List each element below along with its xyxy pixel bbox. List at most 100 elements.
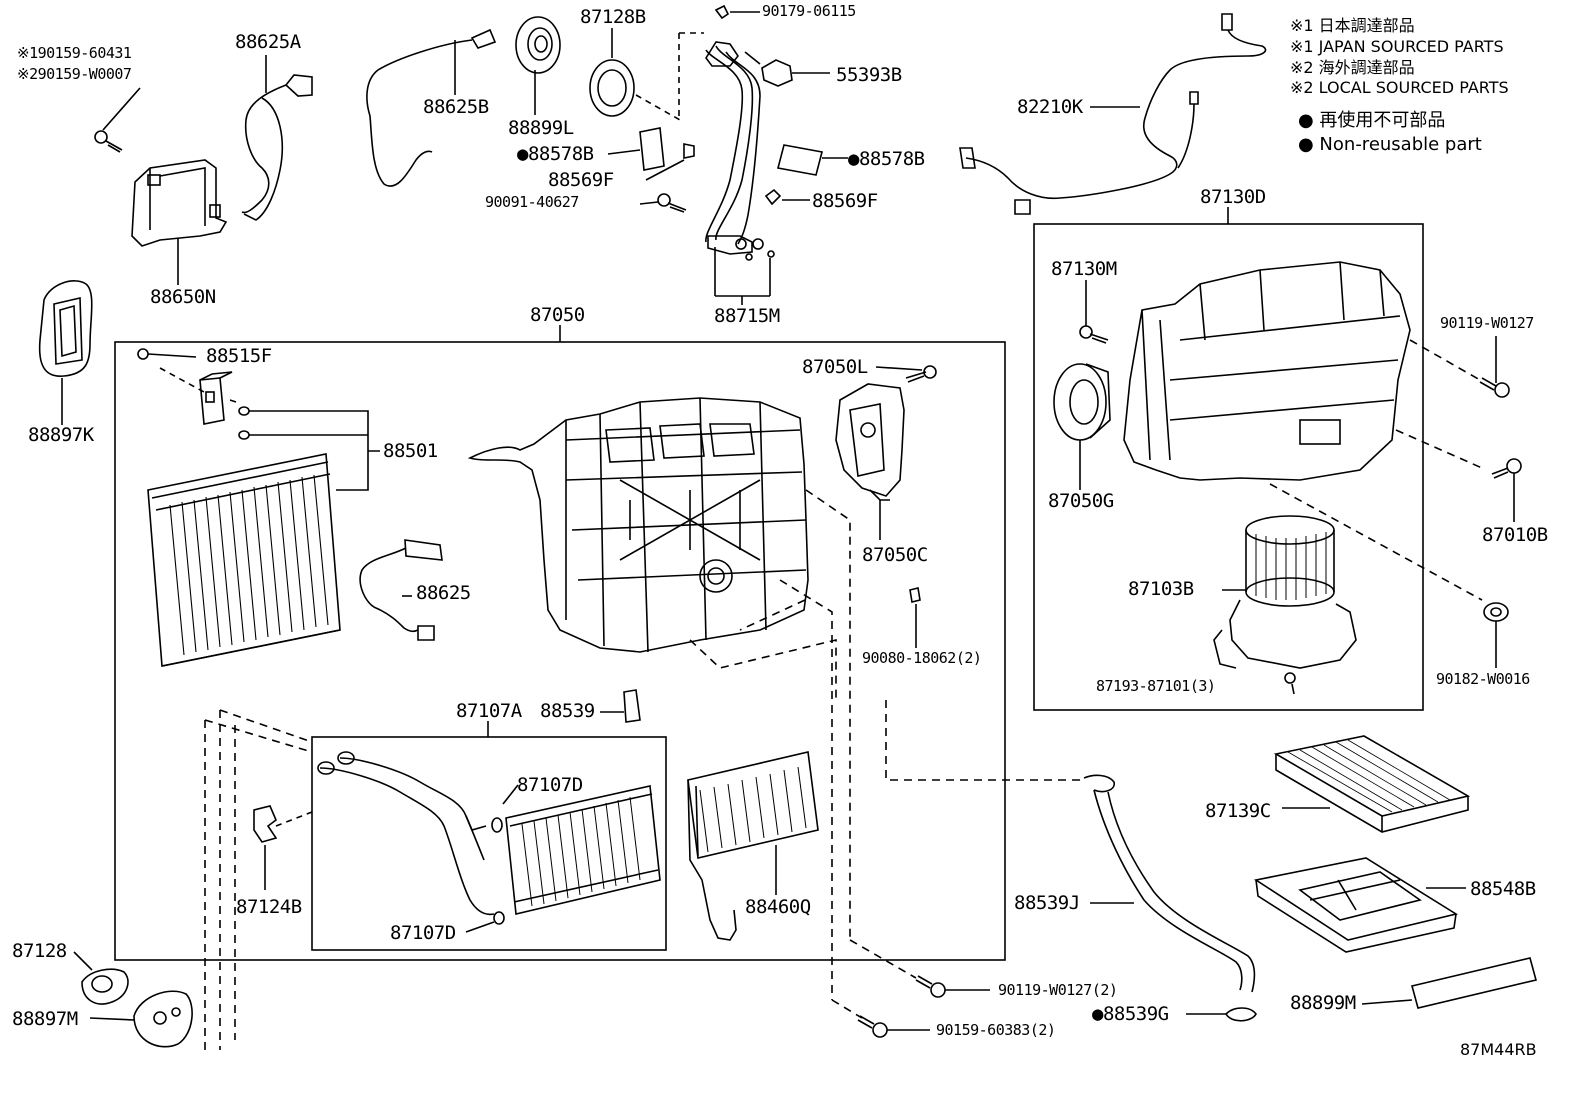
label-90119-w0127: 90119-W0127: [1440, 314, 1534, 332]
pad-88578b-right: [777, 144, 848, 176]
note-non-reusable-en: ● Non-reusable part: [1298, 134, 1482, 155]
heater-core: [505, 785, 661, 915]
drain-88539: [600, 689, 641, 723]
part-88899l: [515, 16, 561, 115]
label-87139c: 87139C: [1205, 800, 1271, 822]
label-87130d: 87130D: [1200, 186, 1266, 208]
wire-88625b: [366, 28, 497, 187]
label-90159-w0007: ※290159-W0007: [17, 65, 132, 83]
harness-82210k: [959, 13, 1267, 215]
label-87103b: 87103B: [1128, 578, 1194, 600]
label-88578b-right: ●88578B: [848, 148, 925, 170]
assembly-box-87107a: [311, 736, 667, 951]
sensor-55393b: [744, 51, 830, 87]
label-87010b: 87010B: [1482, 524, 1548, 546]
label-90091-40627: 90091-40627: [485, 193, 579, 211]
wire-88625a: [241, 55, 313, 221]
label-87050l: 87050L: [802, 356, 868, 378]
label-90179-06115: 90179-06115: [762, 2, 856, 20]
label-88569f-right: 88569F: [812, 190, 878, 212]
label-88650n: 88650N: [150, 286, 216, 308]
label-88515f: 88515F: [206, 345, 272, 367]
clip-90182-w0016: [1483, 602, 1509, 668]
oring-87107d-top: [491, 784, 519, 833]
label-90182-w0016: 90182-W0016: [1436, 670, 1530, 688]
blower-motor-87103b: [1213, 515, 1357, 669]
label-88899l: 88899L: [508, 117, 574, 139]
label-87193-87101: 87193-87101(3): [1096, 677, 1216, 695]
bracket-88650n: [131, 159, 228, 285]
clip-90179: [714, 4, 760, 20]
label-90159-60383: 90159-60383(2): [936, 1021, 1056, 1039]
pad-88578b-left: [607, 127, 665, 171]
seal-87128b: [589, 28, 681, 121]
label-88539: 88539: [540, 700, 595, 722]
evaporator: [147, 453, 341, 667]
note-japan-sourced-en: ※1 JAPAN SOURCED PARTS: [1290, 37, 1504, 56]
label-88897k: 88897K: [28, 424, 94, 446]
label-87124b: 87124B: [236, 896, 302, 918]
hvac-housing: [467, 397, 809, 653]
screw-87010b: [1491, 458, 1522, 522]
screw-88515f: [137, 348, 205, 393]
screw-90159-60383: [857, 1015, 930, 1038]
label-55393b: 55393B: [836, 64, 902, 86]
label-88899m: 88899M: [1290, 992, 1356, 1014]
label-82210k: 82210K: [1017, 96, 1083, 118]
label-88625b: 88625B: [423, 96, 489, 118]
note-non-reusable-jp: ● 再使用不可部品: [1298, 110, 1446, 131]
clip-87124b: [253, 805, 313, 890]
blower-case-87130d: [1123, 261, 1411, 481]
filter-87139c: [1273, 735, 1471, 833]
clip-88569f-left: [645, 143, 695, 181]
label-88539g: ●88539G: [1092, 1003, 1169, 1025]
grommet-87128: [73, 951, 129, 1005]
label-88501: 88501: [383, 440, 438, 462]
clip-90080: [909, 587, 921, 648]
grommet-88897k: [38, 280, 93, 425]
label-88539j: 88539J: [1014, 892, 1080, 914]
label-90119-w0127-2: 90119-W0127(2): [998, 981, 1118, 999]
screw-90119-w0127-2: [915, 975, 990, 998]
screw-90091: [639, 193, 687, 213]
label-90080-18062: 90080-18062(2): [862, 649, 982, 667]
assembly-box-87130d: [1033, 223, 1424, 711]
screw-87193: [1284, 672, 1296, 695]
screw-87130m: [1079, 280, 1109, 344]
label-88625: 88625: [416, 582, 471, 604]
label-87107a: 87107A: [456, 700, 522, 722]
ptc-heater-88460q: [687, 751, 819, 941]
pipes-88715m: [705, 41, 775, 305]
seal-88899m: [1361, 957, 1537, 1009]
label-88569f-left: 88569F: [548, 169, 614, 191]
label-87050: 87050: [530, 304, 585, 326]
actuator-87050c: [835, 383, 905, 540]
cover-87050g: [1053, 363, 1111, 490]
filter-case-88548b: [1253, 857, 1466, 953]
drain-hose-88539j: [885, 700, 1256, 993]
label-90159-60431: ※190159-60431: [17, 44, 132, 62]
note-japan-sourced-jp: ※1 日本調達部品: [1290, 16, 1415, 35]
cap-88539g: [1186, 1007, 1257, 1022]
screw-90159: [94, 130, 123, 153]
label-87128b: 87128B: [580, 6, 646, 28]
label-88460q: 88460Q: [745, 896, 811, 918]
wire-88625: [359, 539, 443, 641]
label-88625a: 88625A: [235, 31, 301, 53]
expansion-valve: [199, 371, 250, 440]
label-87050c: 87050C: [862, 544, 928, 566]
grommet-88897m: [89, 990, 193, 1048]
diagram-reference-code: 87M44RB: [1460, 1040, 1537, 1059]
screw-90119-w0127: [1479, 336, 1510, 398]
label-88548b: 88548B: [1470, 878, 1536, 900]
label-87130m: 87130M: [1051, 258, 1117, 280]
note-local-sourced-jp: ※2 海外調達部品: [1290, 58, 1415, 77]
label-87107d-top: 87107D: [517, 774, 583, 796]
label-87128: 87128: [12, 940, 67, 962]
note-local-sourced-en: ※2 LOCAL SOURCED PARTS: [1290, 78, 1509, 97]
oring-87107d-bot: [465, 911, 505, 933]
label-87107d-bottom: 87107D: [390, 922, 456, 944]
clip-88569f-right: [764, 188, 810, 206]
